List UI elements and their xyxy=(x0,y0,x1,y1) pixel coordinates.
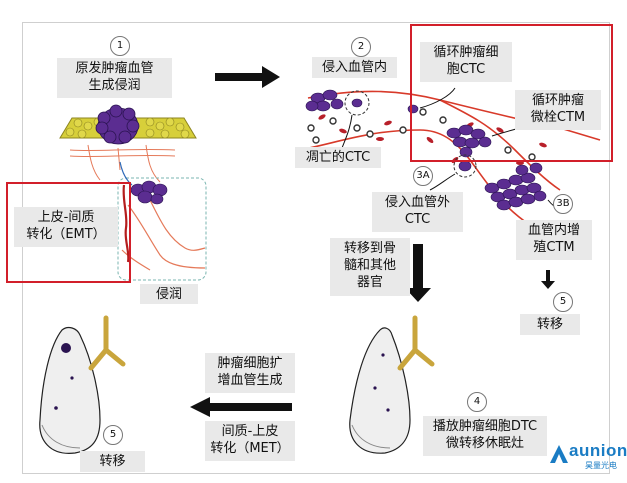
arrow-3a-down xyxy=(405,244,431,302)
brand-logo-icon xyxy=(550,445,568,463)
ctc-label: 循环肿瘤细 胞CTC xyxy=(420,42,512,82)
extravasation-circle xyxy=(453,154,477,178)
arrow-1-to-2 xyxy=(215,66,280,88)
brand-name: aunion xyxy=(569,441,627,460)
highlight-ctc-ctm xyxy=(410,24,613,162)
step-3a-label: 侵入血管外 CTC xyxy=(372,192,463,232)
angiogenesis-label: 肿瘤细胞扩 增血管生成 xyxy=(205,353,295,393)
arrow-4-to-5 xyxy=(190,397,292,417)
step-5-left-number: 5 xyxy=(103,425,123,445)
intravasating-cells xyxy=(305,89,419,114)
apoptotic-pointer xyxy=(341,114,353,149)
ctc-pointer xyxy=(419,87,456,109)
invasion-label: 侵润 xyxy=(140,284,198,304)
step-5-right-number: 5 xyxy=(553,292,573,312)
emt-cells xyxy=(130,180,168,205)
step-3a-number: 3A xyxy=(413,166,433,186)
ctm-label: 循环肿瘤 微栓CTM xyxy=(515,90,601,130)
highlight-emt xyxy=(6,182,131,283)
invasion-panel xyxy=(117,177,207,281)
step-3b-label: 血管内增 殖CTM xyxy=(516,220,592,260)
capillaries xyxy=(69,144,176,183)
arrow-3b-down xyxy=(541,270,555,289)
step-1-label: 原发肿瘤血管 生成侵润 xyxy=(57,58,172,98)
step-2-label: 侵入血管内 xyxy=(312,57,397,78)
met-label: 间质-上皮 转化（MET） xyxy=(205,421,295,461)
step-3b-number: 3B xyxy=(553,194,573,214)
bone-marrow-label: 转移到骨 髓和其他 器官 xyxy=(330,238,410,296)
lung-right xyxy=(349,315,435,454)
step-5-left-label: 转移 xyxy=(80,451,145,472)
lung-left-bronchus xyxy=(88,315,126,371)
step-5-right-label: 转移 xyxy=(520,314,580,335)
step-4-number: 4 xyxy=(467,392,487,412)
ctm-cluster xyxy=(446,124,492,158)
lung-left xyxy=(39,315,126,454)
proliferating-ctm xyxy=(484,162,547,211)
apoptotic-ctc-label: 凋亡的CTC xyxy=(295,147,381,168)
step-4-label: 播放肿瘤细胞DTC 微转移休眠灶 xyxy=(423,416,547,456)
step-2-number: 2 xyxy=(351,37,371,57)
migrating-cell-path xyxy=(122,184,130,263)
extravasation-pointer xyxy=(429,173,456,191)
brand-subtitle: 昊量光电 xyxy=(585,461,617,470)
blood-cells xyxy=(307,108,547,165)
extravasating-cell xyxy=(458,160,472,172)
step-1-number: 1 xyxy=(110,36,130,56)
primary-tumor xyxy=(95,104,140,145)
emt-label: 上皮-间质 转化（EMT） xyxy=(14,207,118,247)
invasion-vessel xyxy=(121,199,206,271)
apoptotic-ctc-circle xyxy=(344,90,370,116)
lung-right-bronchus xyxy=(397,315,435,371)
